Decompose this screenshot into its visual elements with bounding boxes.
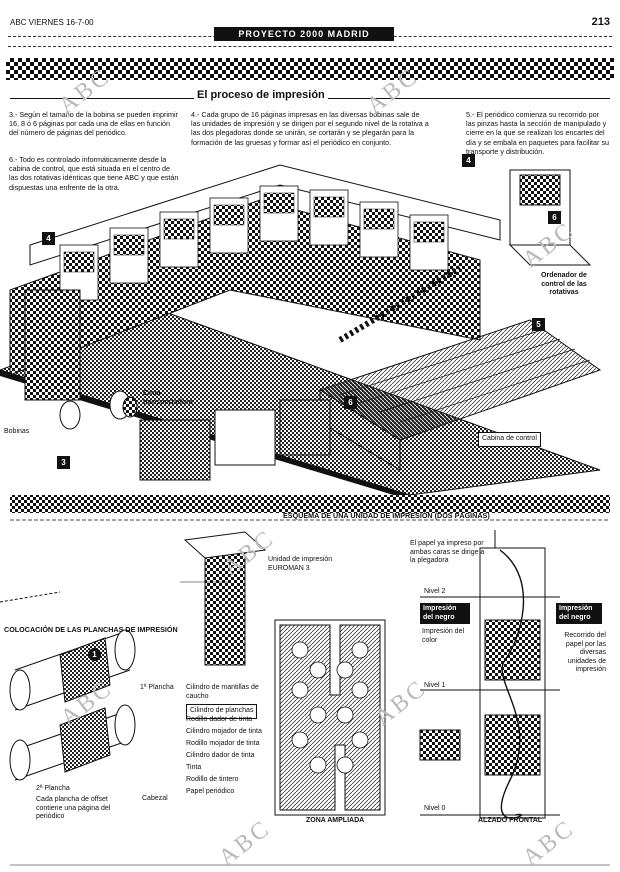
cilindro-planchas-label: Cilindro de planchas	[186, 704, 258, 719]
plancha-1-label: 1ª Plancha	[140, 684, 174, 691]
bobinas-label: Bobinas	[4, 428, 30, 435]
step-6-text: 6.- Todo es controlado informáticamente …	[9, 155, 179, 192]
badge-step-4b: 4	[42, 232, 55, 245]
zona-ampliada-label: ZONA AMPLIADA	[306, 817, 365, 824]
cilindro-mantillas-label: Cilindro de mantillas de caucho	[186, 684, 259, 700]
header-rule-2	[8, 46, 612, 47]
unidad-label: Unidad de impresión EUROMAN 3	[268, 556, 333, 572]
badge-step-3: 3	[57, 456, 70, 469]
impresion-color-label: Impresión del color	[422, 628, 465, 644]
nivel-2-label: Nivel 2	[424, 588, 446, 595]
printing-press-illustration	[0, 164, 610, 521]
badge-plate-1: 1	[88, 648, 101, 661]
section-kicker: PROYECTO 2000 MADRID	[214, 27, 394, 41]
impresion-negro-top: Impresión del negro	[420, 603, 470, 624]
nivel-0-label: Nivel 0	[424, 805, 446, 812]
cabina-label: Cabina de control	[478, 432, 541, 447]
impresion-negro-right: Impresión del negro	[556, 603, 602, 624]
esquema-title: ESQUEMA DE UNA UNIDAD DE IMPRESIÓN (DOS …	[283, 511, 490, 520]
badge-step-6b: 6	[548, 211, 561, 224]
checker-banner	[6, 58, 614, 80]
rodillo-tinta-label: Rodillo dador de tinta	[186, 716, 253, 723]
tinta-label: Tinta	[186, 764, 202, 771]
alzado-label: ALZADO FRONTAL	[478, 817, 543, 824]
cabezal-label: Cabezal	[142, 795, 168, 802]
papel-note: El papel ya impreso por ambas caras se d…	[410, 540, 485, 564]
page-number: 213	[591, 16, 610, 28]
cinta-label: Cinta transportadora	[143, 390, 193, 406]
colocacion-title: COLOCACIÓN DE LAS PLANCHAS DE IMPRESIÓN	[4, 625, 178, 634]
ordenador-label: Ordenador de control de las rotativas	[541, 272, 587, 296]
rodillo-mojador-label: Rodillo mojador de tinta	[186, 740, 260, 747]
step-4-text: 4.- Cada grupo de 16 páginas impresas en…	[191, 110, 429, 147]
page-title: El proceso de impresión	[194, 89, 328, 101]
rodillo-tintero-label: Rodillo de tintero	[186, 776, 239, 783]
step-5-text: 5.- El periódico comienza su recorrido p…	[466, 110, 610, 156]
badge-step-6a: 6	[344, 396, 357, 409]
step-3-text: 3.- Según el tamaño de la bobina se pued…	[9, 110, 179, 138]
papel-label: Papel periódico	[186, 788, 235, 795]
nivel-1-label: Nivel 1	[424, 682, 446, 689]
issue-date: ABC VIERNES 16-7-00	[10, 18, 94, 27]
cilindro-dador-label: Cilindro dador de tinta	[186, 752, 255, 759]
cilindro-mojador-label: Cilindro mojador de tinta	[186, 728, 262, 735]
cada-plancha-note: Cada plancha de offset contiene una pági…	[36, 796, 111, 820]
recorrido-label: Recorrido del papel por las diversas uni…	[564, 632, 606, 673]
page-header: ABC VIERNES 16-7-00 213	[10, 16, 610, 30]
plancha-2-label: 2ª Plancha	[36, 785, 70, 792]
badge-step-5: 5	[532, 318, 545, 331]
badge-step-4a: 4	[462, 154, 475, 167]
